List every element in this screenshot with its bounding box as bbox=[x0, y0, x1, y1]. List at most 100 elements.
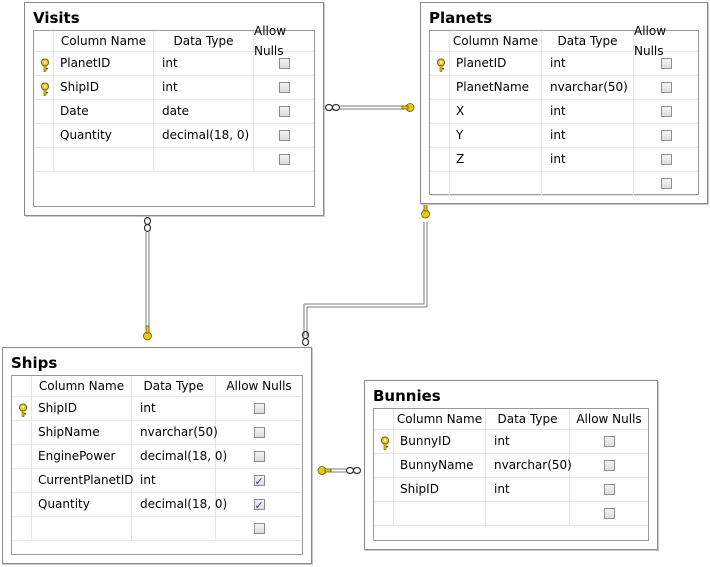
column-name-cell[interactable] bbox=[450, 172, 542, 195]
column-name-cell[interactable]: BunnyName bbox=[394, 454, 486, 477]
column-name-cell[interactable]: PlanetID bbox=[54, 52, 154, 75]
allow-nulls-checkbox[interactable] bbox=[278, 130, 290, 141]
column-name-cell[interactable] bbox=[32, 517, 132, 540]
data-type-cell[interactable]: date bbox=[154, 100, 254, 123]
data-type-cell[interactable]: int bbox=[542, 124, 634, 147]
column-name-cell[interactable]: PlanetID bbox=[450, 52, 542, 75]
column-name-cell[interactable]: CurrentPlanetID bbox=[32, 469, 133, 492]
allow-nulls-checkbox[interactable] bbox=[603, 484, 615, 495]
row-selector[interactable] bbox=[430, 148, 450, 171]
data-type-cell[interactable]: decimal(18, 0) bbox=[132, 493, 227, 516]
column-name-cell[interactable]: X bbox=[450, 100, 542, 123]
column-name-cell[interactable]: Z bbox=[450, 148, 542, 171]
allow-nulls-checkbox[interactable] bbox=[660, 178, 672, 189]
table-row[interactable] bbox=[12, 517, 302, 541]
row-selector[interactable] bbox=[430, 100, 450, 123]
data-type-cell[interactable]: decimal(18, 0) bbox=[132, 445, 227, 468]
row-selector[interactable] bbox=[430, 172, 450, 195]
row-selector[interactable] bbox=[430, 124, 450, 147]
allow-nulls-checkbox[interactable] bbox=[278, 82, 290, 93]
data-type-cell[interactable]: int bbox=[154, 52, 254, 75]
allow-nulls-checkbox[interactable] bbox=[603, 460, 615, 471]
row-selector[interactable] bbox=[12, 469, 32, 492]
row-selector[interactable] bbox=[374, 430, 394, 453]
data-type-cell[interactable]: decimal(18, 0) bbox=[154, 124, 254, 147]
column-name-cell[interactable]: Y bbox=[450, 124, 542, 147]
table-bunnies[interactable]: Bunnies Column Name Data Type Allow Null… bbox=[364, 380, 658, 550]
allow-nulls-checkbox[interactable] bbox=[253, 403, 265, 414]
table-ships[interactable]: Ships Column Name Data Type Allow Nulls … bbox=[2, 347, 312, 564]
row-selector[interactable] bbox=[12, 493, 32, 516]
row-selector[interactable] bbox=[374, 502, 394, 525]
data-type-cell[interactable]: int bbox=[132, 469, 216, 492]
column-name-cell[interactable]: BunnyID bbox=[394, 430, 486, 453]
row-selector[interactable] bbox=[430, 76, 450, 99]
column-name-cell[interactable]: Quantity bbox=[32, 493, 132, 516]
table-row[interactable] bbox=[374, 502, 648, 526]
row-selector[interactable] bbox=[12, 397, 32, 420]
column-name-cell[interactable]: ShipID bbox=[32, 397, 132, 420]
row-selector[interactable] bbox=[430, 52, 450, 75]
row-selector[interactable] bbox=[34, 124, 54, 147]
column-name-cell[interactable]: ShipName bbox=[32, 421, 132, 444]
allow-nulls-checkbox[interactable] bbox=[278, 154, 290, 165]
row-selector[interactable] bbox=[12, 517, 32, 540]
data-type-cell[interactable]: nvarchar(50) bbox=[542, 76, 634, 99]
data-type-cell[interactable]: nvarchar(50) bbox=[132, 421, 218, 444]
row-selector[interactable] bbox=[34, 52, 54, 75]
data-type-cell[interactable]: int bbox=[486, 430, 570, 453]
row-selector[interactable] bbox=[374, 454, 394, 477]
allow-nulls-checkbox[interactable] bbox=[253, 427, 265, 438]
row-selector[interactable] bbox=[34, 148, 54, 171]
column-name-cell[interactable]: EnginePower bbox=[32, 445, 132, 468]
allow-nulls-checkbox[interactable] bbox=[660, 130, 672, 141]
data-type-cell[interactable] bbox=[542, 172, 634, 195]
data-type-cell[interactable]: int bbox=[486, 478, 570, 501]
data-type-cell[interactable]: int bbox=[542, 148, 634, 171]
table-row[interactable] bbox=[34, 148, 314, 172]
data-type-cell[interactable] bbox=[132, 517, 216, 540]
data-type-cell[interactable] bbox=[486, 502, 570, 525]
allow-nulls-checkbox[interactable] bbox=[660, 106, 672, 117]
data-type-cell[interactable]: int bbox=[542, 52, 634, 75]
allow-nulls-checkbox[interactable] bbox=[278, 106, 290, 117]
allow-nulls-checkbox[interactable] bbox=[660, 82, 672, 93]
row-selector[interactable] bbox=[374, 478, 394, 501]
data-type-cell[interactable] bbox=[154, 148, 254, 171]
allow-nulls-checkbox[interactable] bbox=[603, 508, 615, 519]
column-name-cell[interactable] bbox=[394, 502, 486, 525]
column-name-cell[interactable]: ShipID bbox=[54, 76, 154, 99]
allow-nulls-checkbox[interactable] bbox=[660, 154, 672, 165]
row-selector[interactable] bbox=[12, 421, 32, 444]
allow-nulls-checkbox[interactable] bbox=[253, 523, 265, 534]
allow-nulls-checkbox[interactable] bbox=[253, 451, 265, 462]
column-name-cell[interactable] bbox=[54, 148, 154, 171]
column-name-cell[interactable]: Date bbox=[54, 100, 154, 123]
data-type-cell[interactable]: int bbox=[132, 397, 216, 420]
row-selector[interactable] bbox=[12, 445, 32, 468]
column-name-cell[interactable]: Quantity bbox=[54, 124, 154, 147]
allow-nulls-checkbox[interactable] bbox=[253, 494, 265, 517]
allow-nulls-checkbox[interactable] bbox=[603, 436, 615, 447]
row-selector[interactable] bbox=[34, 100, 54, 123]
table-visits[interactable]: Visits Column Name Data Type Allow Nulls… bbox=[24, 2, 324, 216]
column-name-cell[interactable]: ShipID bbox=[394, 478, 486, 501]
row-selector[interactable] bbox=[34, 76, 54, 99]
column-name-cell[interactable]: PlanetName bbox=[450, 76, 542, 99]
table-row[interactable] bbox=[430, 172, 698, 196]
